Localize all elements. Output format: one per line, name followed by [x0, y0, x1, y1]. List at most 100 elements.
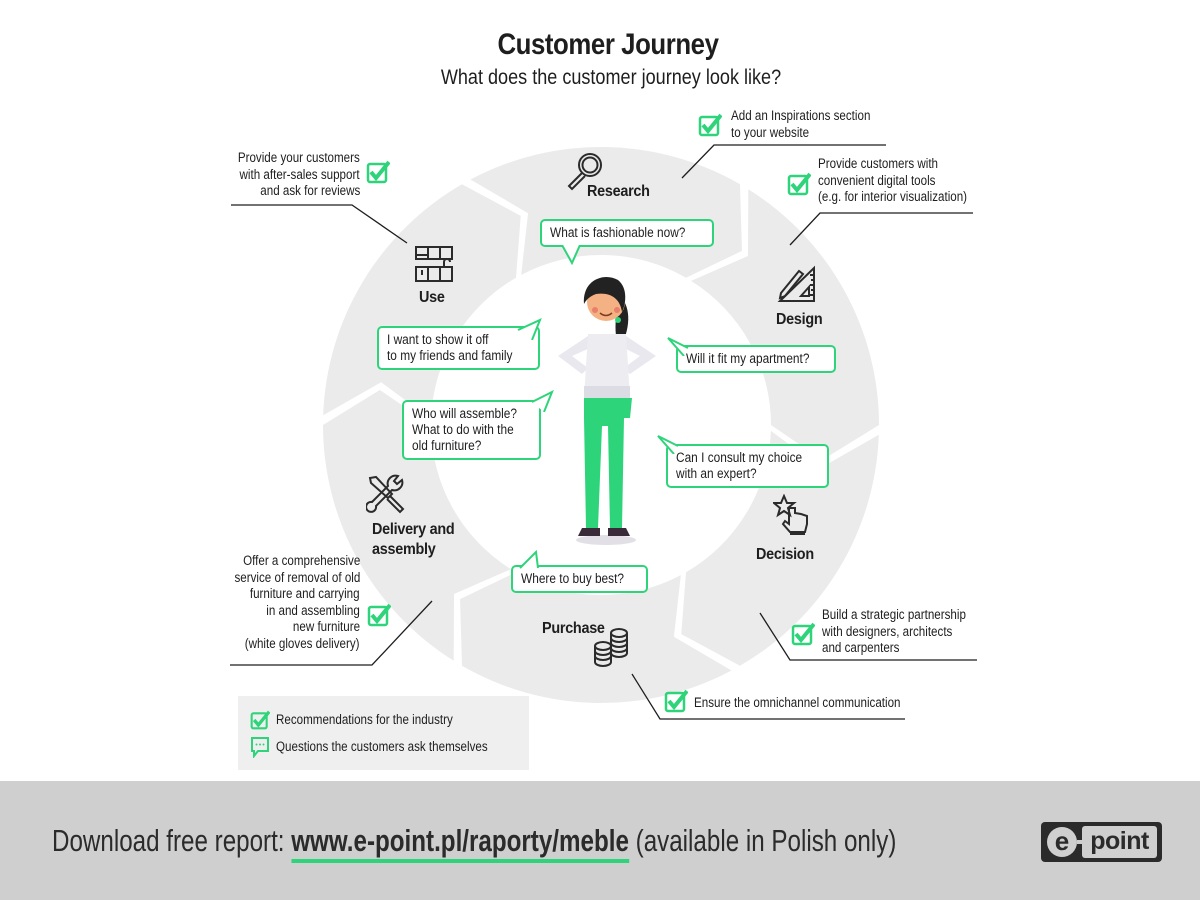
illustration-cheek-right: [614, 307, 620, 313]
recommendation-text: with after-sales support: [239, 166, 360, 182]
question-text: old furniture?: [412, 438, 482, 453]
recommendation-design: Provide customers with convenient digita…: [818, 156, 991, 206]
ring-segment-design: [691, 189, 879, 461]
logo-word: point: [1082, 826, 1157, 858]
checkbox-icon: [664, 689, 688, 713]
recommendation-text: in and assembling: [266, 602, 360, 618]
magnifier-icon: [567, 153, 602, 191]
recommendation-text: and carpenters: [822, 640, 900, 655]
question-bubble-purchase: Where to buy best?: [511, 565, 649, 593]
recommendation-text: Provide your customers: [238, 150, 360, 165]
question-text: Will it fit my apartment?: [686, 351, 810, 366]
question-bubble-research: What is fashionable now?: [540, 219, 714, 247]
recommendation-text: Offer a comprehensive: [242, 553, 360, 568]
illustration-arms: [558, 336, 656, 374]
stage-label-decision: Decision: [756, 546, 814, 563]
leader-line-research: [681, 144, 886, 179]
recommendation-text: convenient digital tools: [818, 172, 936, 188]
recommendation-use: Provide your customers with after-sales …: [200, 150, 360, 200]
ring-segment-purchase: [460, 572, 732, 703]
recommendation-delivery: Offer a comprehensive service of removal…: [180, 553, 360, 652]
checkbox-icon: [787, 172, 811, 196]
stage-label-delivery-line2: assembly: [372, 541, 436, 558]
recommendation-decision: Build a strategic partnership with desig…: [822, 607, 989, 657]
customer-illustration: [558, 277, 656, 545]
page-subtitle: What does the customer journey look like…: [440, 66, 782, 89]
question-text: Who will assemble?: [412, 406, 517, 421]
question-bubble-design: Will it fit my apartment?: [676, 345, 837, 373]
legend-label: Recommendations for the industry: [276, 711, 453, 727]
footer-prefix: Download free report:: [52, 823, 285, 858]
question-text: I want to show it off: [387, 332, 489, 347]
checkbox-icon: [367, 603, 391, 627]
recommendation-text: new furniture: [292, 619, 360, 634]
illustration-shoes: [578, 528, 630, 536]
stage-label-delivery-line1: Delivery and: [372, 521, 455, 538]
question-text: What to do with the: [412, 422, 514, 437]
checkbox-icon: [366, 160, 390, 184]
bubble-tail: [519, 550, 539, 569]
leader-lines: [230, 144, 977, 720]
recommendation-text: (e.g. for interior visualization): [818, 189, 968, 204]
question-text: to my friends and family: [387, 348, 513, 363]
recommendation-text: Provide customers with: [818, 156, 939, 171]
speech-bubble-icon: [251, 737, 269, 759]
stage-label-research: Research: [587, 183, 650, 200]
illustration-shadow: [576, 535, 636, 545]
checkbox-icon: [698, 113, 722, 137]
legend-item-recommendations: Recommendations for the industry: [250, 710, 482, 730]
recommendation-text: Build a strategic partnership: [822, 607, 966, 622]
page-title: Customer Journey: [497, 28, 719, 61]
stage-label-use: Use: [419, 289, 445, 306]
leader-line-purchase: [631, 673, 905, 720]
bubble-tail: [667, 337, 689, 356]
kitchen-cabinets-icon: [415, 246, 453, 282]
leader-line-design: [789, 212, 973, 246]
illustration-trousers: [584, 398, 632, 528]
star-hand-click-icon: [773, 494, 808, 535]
recommendation-text: and ask for reviews: [259, 183, 360, 198]
stage-label-design: Design: [776, 311, 823, 328]
ring-segment-decision: [681, 430, 879, 666]
recommendation-purchase: Ensure the omnichannel communication: [694, 695, 934, 712]
question-bubble-decision: Can I consult my choice with an expert?: [666, 444, 830, 488]
recommendation-text: with designers, architects: [822, 623, 953, 639]
leader-line-decision: [759, 612, 977, 661]
checkbox-icon: [250, 710, 271, 730]
recommendation-research: Add an Inspirations section to your webs…: [731, 108, 893, 141]
question-text: with an expert?: [676, 466, 757, 481]
recommendation-text: (white gloves delivery): [245, 635, 360, 651]
recommendation-text: to your website: [731, 124, 810, 140]
illustration-smile: [599, 312, 613, 317]
bubble-tail: [561, 245, 581, 265]
logo-e: e: [1047, 827, 1077, 857]
tools-icon: [366, 474, 405, 514]
bubble-tail: [517, 318, 542, 340]
question-text: What is fashionable now?: [550, 225, 686, 240]
stage-label-delivery: Delivery and assembly: [372, 520, 455, 560]
recommendation-text: furniture and carrying: [250, 586, 360, 601]
illustration-hair-tie: [615, 317, 621, 323]
bubble-tail: [657, 435, 679, 454]
leader-line-delivery: [230, 600, 433, 666]
ring-segment-delivery: [323, 389, 511, 661]
bubble-tail: [531, 390, 554, 412]
illustration-cheek-left: [592, 307, 598, 313]
pencil-ruler-icon: [777, 265, 815, 302]
leader-line-use: [231, 204, 408, 244]
footer-text: Download free report: www.e-point.pl/rap…: [52, 823, 897, 863]
footer-suffix: (available in Polish only): [635, 823, 897, 858]
legend: Recommendations for the industry Questio…: [238, 696, 529, 770]
coins-icon: [594, 628, 628, 667]
illustration-belt: [584, 386, 630, 400]
legend-item-questions: Questions the customers ask themselves: [250, 736, 522, 759]
footer-banner: Download free report: www.e-point.pl/rap…: [0, 781, 1200, 900]
recommendation-text: service of removal of old: [234, 569, 360, 585]
e-point-logo: e point: [1041, 822, 1162, 862]
recommendation-text: Add an Inspirations section: [731, 108, 871, 123]
question-bubble-use: I want to show it off to my friends and …: [377, 326, 540, 370]
report-download-link[interactable]: www.e-point.pl/raporty/meble: [291, 823, 629, 863]
checkbox-icon: [791, 622, 815, 646]
question-bubble-delivery: Who will assemble? What to do with the o…: [402, 400, 542, 460]
question-text: Can I consult my choice: [676, 450, 803, 465]
